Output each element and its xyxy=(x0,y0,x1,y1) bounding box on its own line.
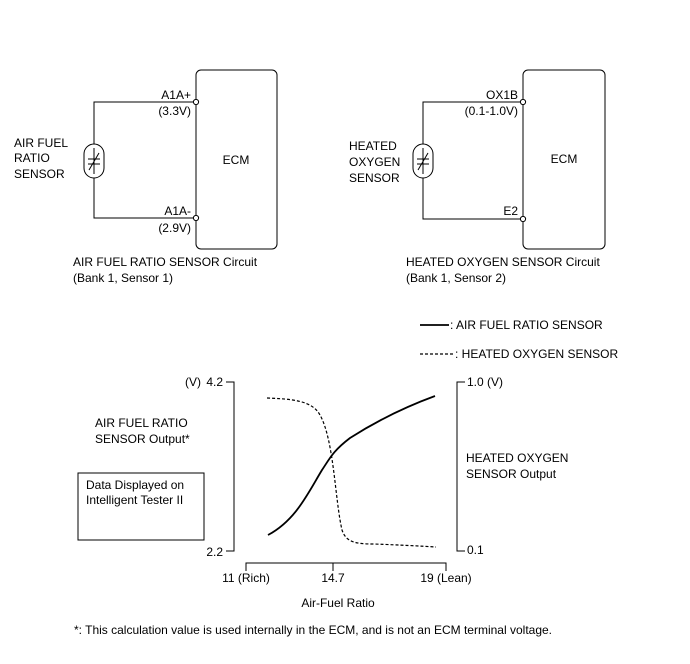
ho2-bottom-terminal xyxy=(519,215,527,223)
legend-dashed-label: : HEATED OXYGEN SENSOR xyxy=(455,347,618,361)
afr-pin-bottom-voltage: (2.9V) xyxy=(158,221,191,235)
afr-ecm-box xyxy=(195,69,278,250)
ho2-pin-top-voltage: (0.1-1.0V) xyxy=(465,104,518,118)
ho2-circuit: ECM HEATED OXYGEN SENSOR OX1B (0.1-1.0V)… xyxy=(349,69,606,285)
x-tick-stoich: 14.7 xyxy=(321,571,345,585)
legend: : AIR FUEL RATIO SENSOR : HEATED OXYGEN … xyxy=(420,318,618,361)
ho2-sensor-label-3: SENSOR xyxy=(349,171,400,185)
tester-note-line-1: Data Displayed on xyxy=(86,478,184,492)
afr-sensor-curve xyxy=(267,395,436,536)
left-axis-label-1: AIR FUEL RATIO xyxy=(95,416,188,430)
right-axis xyxy=(456,381,465,552)
left-axis-top-value: 4.2 xyxy=(206,375,223,389)
afr-circuit: ECM AIR FUEL RATIO SENSOR A1A+ (3.3V) A1… xyxy=(14,69,278,285)
right-axis-label-2: SENSOR Output xyxy=(466,467,557,481)
left-axis xyxy=(226,381,235,552)
afr-sensor-label-1: AIR FUEL xyxy=(14,136,68,150)
right-axis-top-value: 1.0 (V) xyxy=(467,375,503,389)
footnote: *: This calculation value is used intern… xyxy=(74,623,552,637)
legend-solid-label: : AIR FUEL RATIO SENSOR xyxy=(450,318,603,332)
afr-sensor-label-3: SENSOR xyxy=(14,167,65,181)
x-tick-rich: 11 (Rich) xyxy=(222,571,270,585)
afr-bottom-wire xyxy=(93,178,196,219)
ho2-pin-top: OX1B xyxy=(486,88,518,102)
ho2-ecm-label: ECM xyxy=(551,152,578,166)
left-axis-label-2: SENSOR Output* xyxy=(95,432,190,446)
ho2-sensor-label-2: OXYGEN xyxy=(349,155,400,169)
afr-top-wire xyxy=(93,101,196,144)
ho2-sensor-label-1: HEATED xyxy=(349,139,397,153)
afr-bottom-terminal xyxy=(192,214,200,222)
x-axis xyxy=(245,562,447,571)
tester-note-line-2: Intelligent Tester II xyxy=(86,493,183,507)
right-axis-label-1: HEATED OXYGEN xyxy=(466,451,568,465)
ho2-sensor-curve xyxy=(266,397,437,548)
afr-pin-top-voltage: (3.3V) xyxy=(158,104,191,118)
left-axis-bottom-value: 2.2 xyxy=(206,545,223,559)
afr-pin-bottom: A1A- xyxy=(164,204,191,218)
afr-top-terminal xyxy=(192,98,200,106)
afr-sensor-symbol-icon xyxy=(83,143,105,179)
afr-caption-2: (Bank 1, Sensor 1) xyxy=(73,271,173,285)
ho2-top-wire xyxy=(422,101,523,144)
ho2-caption-2: (Bank 1, Sensor 2) xyxy=(406,271,506,285)
ho2-bottom-wire xyxy=(422,178,523,220)
ho2-caption-1: HEATED OXYGEN SENSOR Circuit xyxy=(406,255,600,269)
afr-sensor-label-2: RATIO xyxy=(14,151,50,165)
afr-pin-top: A1A+ xyxy=(161,88,191,102)
afr-ecm-label: ECM xyxy=(223,153,250,167)
afr-caption-1: AIR FUEL RATIO SENSOR Circuit xyxy=(73,255,258,269)
output-graph: (V) 4.2 2.2 AIR FUEL RATIO SENSOR Output… xyxy=(77,375,568,610)
ho2-pin-bottom: E2 xyxy=(503,204,518,218)
x-tick-lean: 19 (Lean) xyxy=(420,571,471,585)
tester-note-box xyxy=(77,472,205,541)
ho2-top-terminal xyxy=(519,98,527,106)
ho2-ecm-box xyxy=(522,69,606,250)
x-axis-label: Air-Fuel Ratio xyxy=(301,596,375,610)
right-axis-bottom-value: 0.1 xyxy=(467,543,484,557)
ho2-sensor-symbol-icon xyxy=(412,143,434,179)
left-axis-unit: (V) xyxy=(185,375,201,389)
